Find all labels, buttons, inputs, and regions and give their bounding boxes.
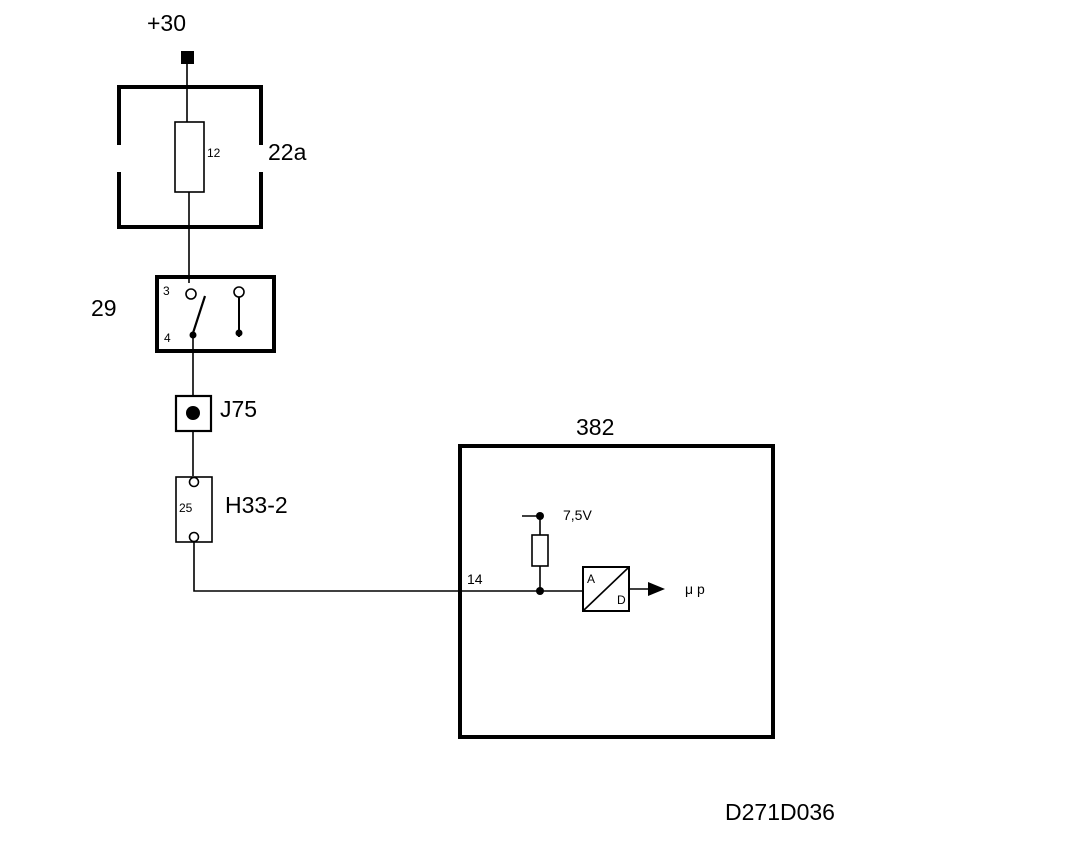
junction: J75 bbox=[174, 394, 257, 433]
junction-dot bbox=[186, 406, 200, 420]
switch-contact-open bbox=[185, 288, 197, 300]
supply-terminal bbox=[181, 51, 194, 64]
supply-label: +30 bbox=[147, 10, 186, 36]
control-unit-label: 382 bbox=[576, 414, 614, 440]
drawing-id: D271D036 bbox=[725, 799, 835, 825]
wire-connector-control-unit bbox=[193, 542, 540, 592]
switch: 29 3 4 bbox=[91, 275, 276, 353]
switch-label: 29 bbox=[91, 295, 117, 321]
fuse-number: 12 bbox=[207, 146, 221, 160]
switch-pin-bottom: 4 bbox=[164, 331, 171, 345]
connector-label: H33-2 bbox=[225, 492, 288, 518]
switch-pivot bbox=[189, 331, 197, 339]
pullup-resistor bbox=[531, 534, 549, 567]
output-label: μ p bbox=[685, 581, 705, 597]
connector: 25 H33-2 bbox=[175, 476, 288, 543]
fuse-box-label: 22a bbox=[268, 139, 307, 165]
output-arrow-icon bbox=[648, 582, 665, 596]
switch-contact-right bbox=[233, 286, 245, 298]
converter-in-label: A bbox=[587, 572, 595, 586]
junction-label: J75 bbox=[220, 396, 257, 422]
connector-pin: 25 bbox=[179, 501, 193, 515]
control-unit-pin: 14 bbox=[467, 571, 483, 587]
fuse-element bbox=[174, 121, 205, 193]
converter-out-label: D bbox=[617, 593, 626, 607]
voltage-label: 7,5V bbox=[563, 507, 592, 523]
switch-right-pivot bbox=[235, 329, 243, 337]
switch-blade bbox=[191, 295, 207, 334]
switch-pin-top: 3 bbox=[163, 284, 170, 298]
fuse-box: 12 22a bbox=[117, 85, 307, 229]
control-unit: 382 14 7,5V A D μ p bbox=[458, 414, 775, 739]
